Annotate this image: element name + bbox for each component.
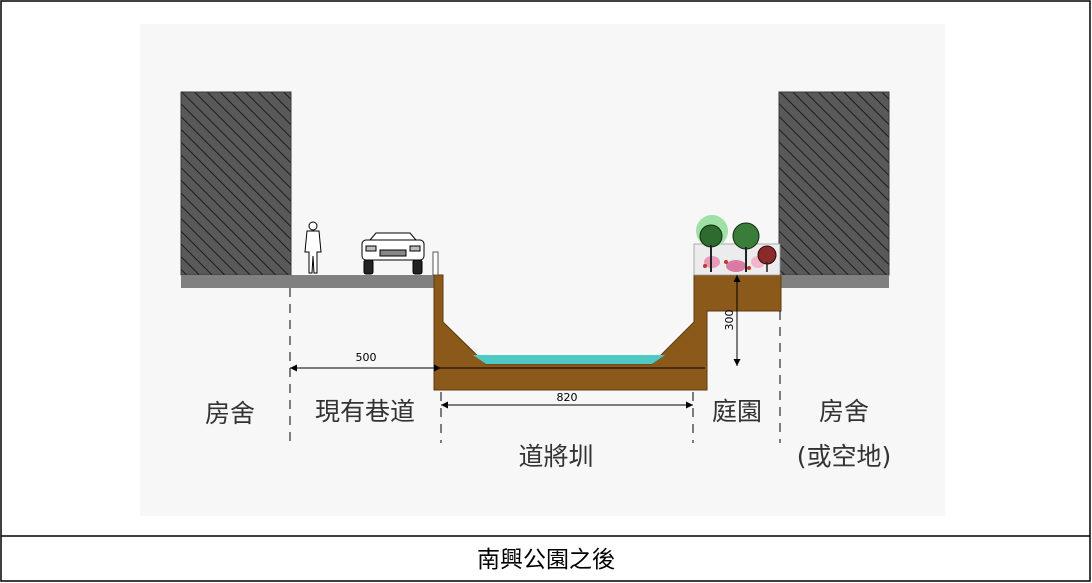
figure-caption: 南興公園之後 [477, 547, 615, 573]
curb-post [432, 251, 439, 276]
label-house-left: 房舍 [205, 399, 255, 428]
dimension-lane: 500 [290, 351, 705, 372]
dimension-canal: 820 [441, 391, 693, 409]
label-house-right: 房舍 [819, 397, 869, 426]
garden-height-label: 300 [723, 310, 736, 331]
dimension-garden-height: 300 [723, 275, 741, 366]
right-ground [779, 275, 889, 288]
canal-width-label: 820 [557, 391, 578, 404]
canal-water [473, 355, 665, 364]
person-icon [304, 221, 322, 274]
left-building [180, 91, 292, 276]
label-house-right-alt: (或空地) [797, 442, 892, 471]
car-icon [361, 232, 425, 275]
label-canal: 道將圳 [518, 442, 593, 471]
right-building [778, 91, 890, 276]
label-garden: 庭園 [712, 397, 762, 426]
flower-icon [703, 256, 765, 272]
lane-width-label: 500 [356, 351, 377, 364]
label-existing-lane: 現有巷道 [315, 397, 415, 426]
tree-icon [696, 215, 777, 272]
left-ground [181, 275, 436, 288]
guide-lines [289, 288, 781, 443]
